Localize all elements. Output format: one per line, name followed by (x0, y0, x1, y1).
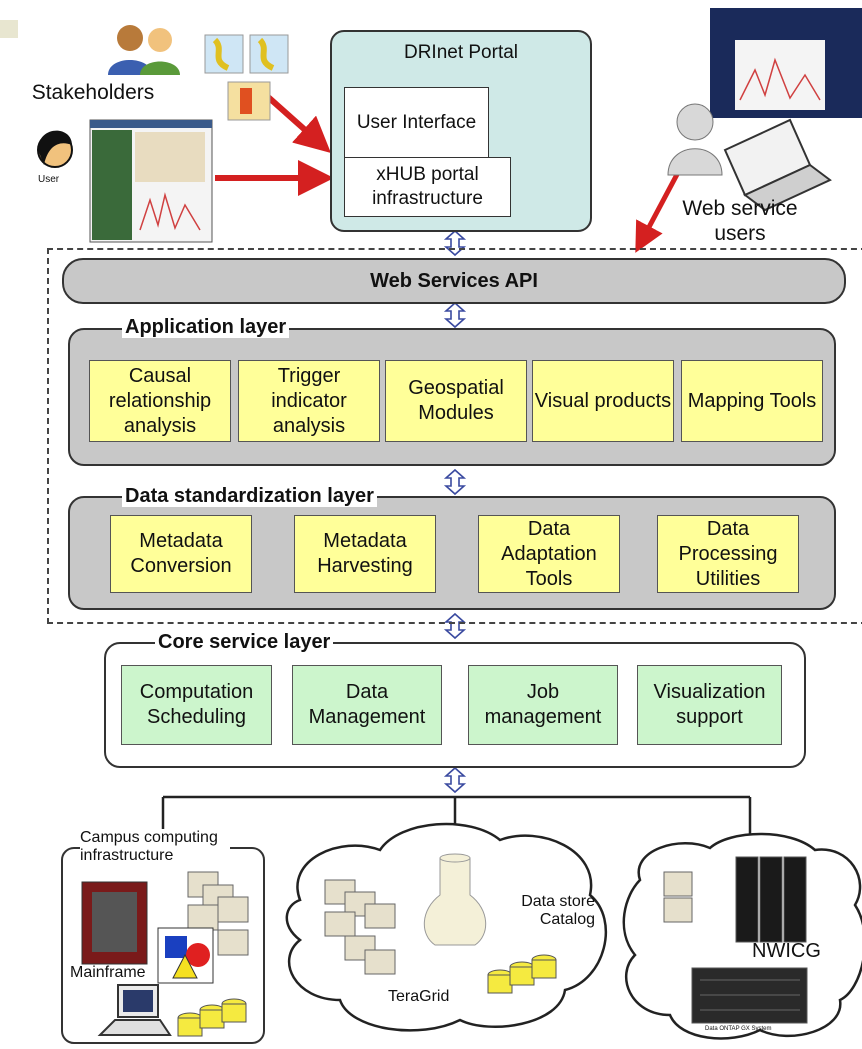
web-service-users-label: Web service users (682, 197, 798, 246)
module-computation-scheduling: Computation Scheduling (121, 665, 272, 745)
ontap-label: Data ONTAP GX System (705, 1026, 772, 1032)
core-layer-title: Core service layer (155, 631, 334, 653)
server-rack-icon (187, 871, 249, 956)
database-icon (177, 998, 247, 1037)
module-visualization-support: Visualization support (637, 665, 782, 745)
user-interface-box: User Interface (344, 87, 489, 159)
data-layer-title: Data standardization layer (122, 485, 377, 507)
drinet-portal: DRInet Portal User Interface xHUB portal… (330, 30, 592, 232)
xhub-portal-box: xHUB portal infrastructure (344, 157, 511, 217)
resource-bus (161, 795, 752, 848)
datastore-label: Data store Catalog (521, 893, 595, 929)
module-metadata-conversion: Metadata Conversion (110, 515, 252, 593)
nwicg-label: NWICG (752, 940, 821, 962)
ontap-system-icon (691, 967, 808, 1024)
module-data-adaptation: Data Adaptation Tools (478, 515, 620, 593)
corner-marker (0, 20, 18, 38)
portal-title: DRInet Portal (403, 42, 519, 63)
user-icon (37, 130, 73, 168)
storage-tower-icon (423, 853, 487, 946)
stakeholders-icon (108, 25, 180, 75)
stakeholders-label: Stakeholders (31, 81, 155, 104)
portal-screenshot-icon (89, 119, 213, 243)
mainframe-label: Mainframe (70, 964, 146, 981)
mainframe-icon (81, 881, 148, 965)
teragrid-servers-icon (324, 879, 396, 975)
web-service-user-icon (667, 8, 862, 212)
nwicg-racks-icon (735, 856, 807, 943)
module-trigger-indicator: Trigger indicator analysis (238, 360, 380, 442)
module-geospatial: Geospatial Modules (385, 360, 527, 442)
user-label: User (38, 174, 60, 185)
module-data-management: Data Management (292, 665, 442, 745)
module-causal-relationship: Causal relationship analysis (89, 360, 231, 442)
module-data-processing: Data Processing Utilities (657, 515, 799, 593)
campus-label: Campus computing infrastructure (80, 829, 230, 866)
module-metadata-harvesting: Metadata Harvesting (294, 515, 436, 593)
web-services-region (47, 248, 862, 624)
nwicg-servers-icon (663, 871, 693, 923)
workstation-icon (97, 984, 172, 1036)
web-services-api-bar: Web Services API (62, 258, 846, 304)
shapes-icon (157, 927, 214, 984)
application-layer-title: Application layer (122, 316, 290, 338)
map-thumbnails-icon (204, 34, 289, 121)
module-mapping-tools: Mapping Tools (681, 360, 823, 442)
teragrid-database-icon (487, 954, 557, 994)
connector-core-resources (445, 767, 465, 793)
module-visual-products: Visual products (532, 360, 674, 442)
module-job-management: Job management (468, 665, 618, 745)
teragrid-label: TeraGrid (388, 988, 450, 1005)
